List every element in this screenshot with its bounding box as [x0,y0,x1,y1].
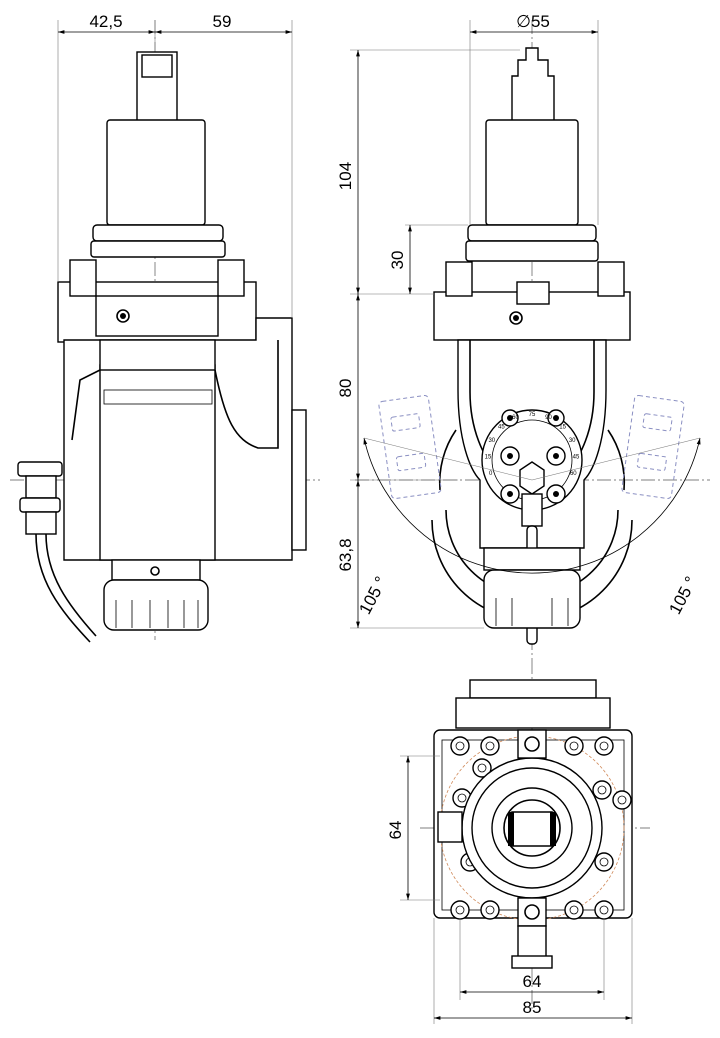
bottom-view: 64 64 85 [386,660,650,1024]
bolt-head [457,793,467,803]
dial-scale-label: 75 [529,412,536,418]
bolt-head [569,905,579,915]
bolt [480,900,500,920]
dim-42-5: 42,5 [89,12,122,31]
bolt-head [455,905,465,915]
dial-scale-label: 15 [559,424,566,430]
dial-scale-label: 60 [570,471,577,477]
dial-scale-label: 60 [512,415,519,421]
dim-30: 30 [388,251,407,270]
bolt-head [599,905,609,915]
dim-59: 59 [213,12,232,31]
angle-left: 105 ° [355,573,391,617]
dial-scale-label: 45 [498,424,505,430]
dial-scale-label: 30 [569,438,576,444]
bolt-head [599,741,609,751]
bolt [472,758,492,778]
bolt-head [569,741,579,751]
bolt [594,736,614,756]
bolt-head [617,795,627,805]
dim-104: 104 [336,162,355,190]
bolt [450,736,470,756]
bolt-head [485,905,495,915]
dial-scale-label: 90 [545,415,552,421]
bolt-head [597,785,607,795]
bolt [592,780,612,800]
bolt [450,900,470,920]
bolt [564,736,584,756]
dim-64-horizontal: 64 [523,972,542,991]
bolt-head [485,741,495,751]
bolt-head [599,857,609,867]
dim-63-8: 63,8 [336,538,355,571]
bolt-head [455,741,465,751]
dial-scale-label: 0 [489,471,493,477]
side-view: 42,5 59 [10,12,320,643]
bolt [612,790,632,810]
dim-64-vertical: 64 [386,821,405,840]
dim-85: 85 [523,998,542,1017]
dim-diameter-55: ∅55 [516,12,550,31]
bolt [564,900,584,920]
bolt-head [477,763,487,773]
bolt [480,736,500,756]
dim-80: 80 [336,379,355,398]
angle-right: 105 ° [665,573,701,617]
bolt [594,852,614,872]
dial-scale-label: 30 [488,438,495,444]
dial-scale-label: 45 [573,455,580,461]
front-view: 0 15 30 45 60 75 90 15 30 45 60 ∅55 104 30 80 63,8… [336,12,710,660]
bolt [594,900,614,920]
dial-scale-label: 15 [485,455,492,461]
